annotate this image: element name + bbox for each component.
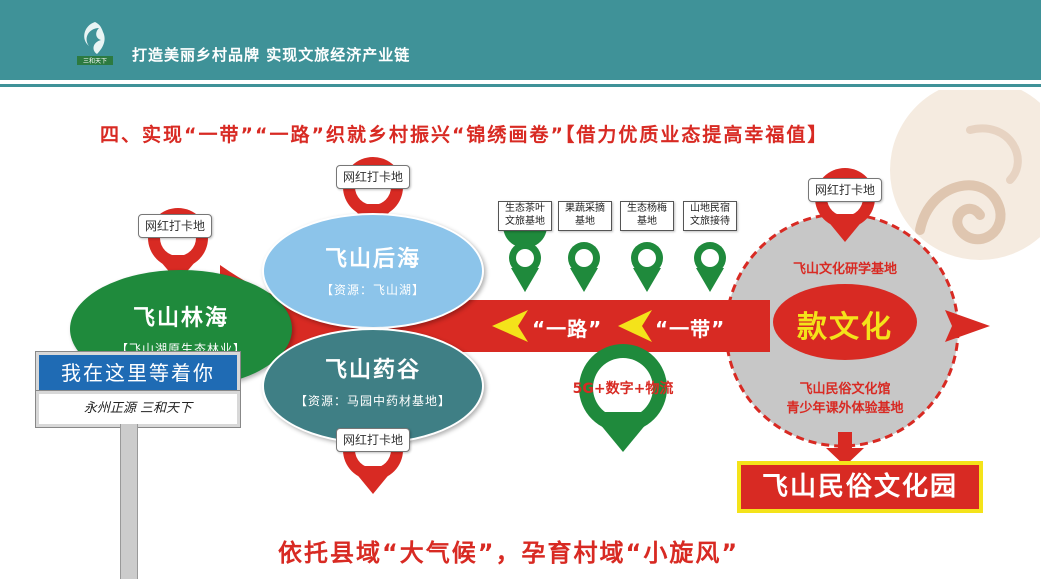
card-homestay-line2: 文旅接待 [690, 216, 730, 227]
header-divider [0, 84, 1041, 87]
card-fruit-line2: 基地 [575, 216, 595, 227]
node-houhai-source: 【资源：飞山湖】 [320, 283, 425, 297]
card-tea-line1: 生态茶叶 [505, 203, 545, 214]
checkin-badge-culture: 网红打卡地 [808, 178, 882, 202]
footer-slogan: 依托县域“大气候”，孕育村域“小旋风” [278, 539, 740, 567]
page-title: 四、实现“一带”“一路”织就乡村振兴“锦绣画卷”【借力优质业态提高幸福值】 [100, 124, 829, 146]
folk-culture-park-label: 飞山民俗文化园 [737, 461, 983, 513]
header-slogan: 打造美丽乡村品牌 实现文旅经济产业链 [132, 46, 411, 64]
brand-logo-icon: 三和天下 [77, 22, 113, 65]
node-yaogu-title: 飞山药谷 [324, 358, 421, 383]
culture-core [773, 284, 917, 360]
checkin-badge-linhai: 网红打卡地 [138, 214, 212, 238]
incoming-arrow-icon [945, 310, 990, 342]
culture-top-label: 飞山文化研学基地 [792, 262, 897, 277]
culture-bottom-label-1: 飞山民俗文化馆 [799, 382, 891, 397]
card-bayberry-base: 生态杨梅 基地 [620, 201, 674, 231]
checkin-badge-yaogu: 网红打卡地 [336, 428, 410, 452]
band-belt-label: “一带” [655, 317, 726, 341]
signboard-main: 我在这里等着你 [35, 351, 241, 395]
card-homestay-base: 山地民宿 文旅接待 [683, 201, 737, 231]
signboard-pole [120, 424, 138, 579]
culture-title: 款文化 [797, 310, 893, 345]
card-fruit-line1: 果蔬采摘 [565, 203, 605, 214]
node-houhai: 飞山后海 【资源：飞山湖】 [262, 213, 484, 329]
digital-logistics-label: 5G+数字+物流 [572, 381, 674, 397]
card-fruit-base: 果蔬采摘 基地 [558, 201, 612, 231]
svg-text:三和天下: 三和天下 [83, 57, 107, 65]
node-yaogu: 飞山药谷 【资源：马园中药材基地】 [262, 328, 484, 444]
node-linhai-title: 飞山林海 [132, 306, 229, 331]
signboard-sub: 永州正源 三和天下 [35, 390, 241, 428]
node-houhai-title: 飞山后海 [324, 247, 421, 272]
belt-chevron-icon [618, 310, 652, 342]
card-homestay-line1: 山地民宿 [690, 203, 730, 214]
card-bayberry-line2: 基地 [637, 216, 657, 227]
down-arrow-icon [826, 432, 864, 466]
header-bar [0, 0, 1041, 80]
cloud-pattern-watermark [890, 90, 1040, 260]
card-bayberry-line1: 生态杨梅 [627, 203, 667, 214]
card-tea-line2: 文旅基地 [505, 216, 545, 227]
checkin-badge-houhai: 网红打卡地 [336, 165, 410, 189]
culture-bottom-label-2: 青少年课外体验基地 [786, 401, 904, 416]
node-yaogu-source: 【资源：马园中药材基地】 [294, 394, 451, 408]
band-road-label: “一路” [532, 317, 603, 341]
card-tea-base: 生态茶叶 文旅基地 [498, 201, 552, 231]
digital-pin-icon [579, 344, 667, 452]
road-chevron-icon [492, 310, 528, 342]
